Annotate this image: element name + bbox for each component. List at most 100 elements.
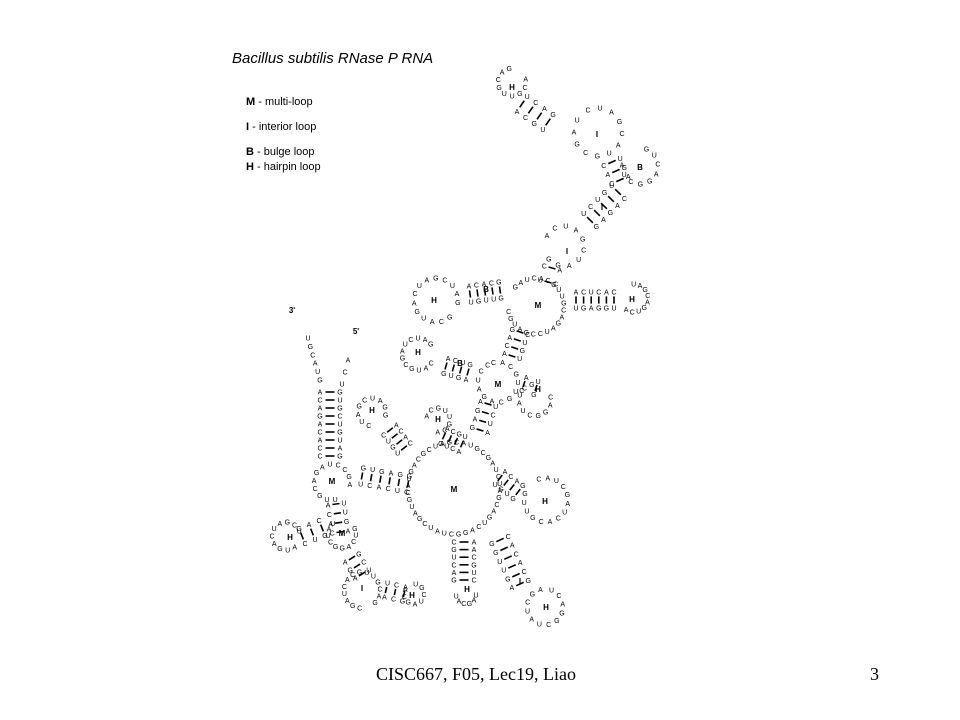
base-pair-bond: [451, 364, 456, 372]
nucleotide: C: [269, 534, 274, 541]
base-pair-bond: [441, 432, 447, 440]
nucleotide: C: [421, 592, 426, 599]
nucleotide: U: [415, 336, 420, 343]
base-pair-bond: [309, 528, 315, 536]
nucleotide: C: [545, 278, 550, 285]
nucleotide: C: [581, 290, 586, 297]
nucleotide: G: [438, 441, 443, 448]
nucleotide: A: [346, 528, 351, 535]
nucleotide: U: [272, 526, 277, 533]
bulge-loop-label: B: [457, 359, 463, 368]
nucleotide: G: [608, 210, 613, 217]
nucleotide: C: [316, 518, 321, 525]
hairpin-loop-label: H: [435, 415, 441, 424]
nucleotide: C: [476, 524, 481, 531]
nucleotide: A: [430, 319, 435, 326]
nucleotide: U: [342, 591, 347, 598]
hairpin-loop-label: H: [629, 295, 635, 304]
nucleotide: C: [494, 502, 499, 509]
nucleotide: G: [356, 551, 361, 558]
nucleotide: G: [481, 394, 486, 401]
nucleotide: U: [517, 392, 522, 399]
nucleotide: G: [546, 257, 551, 264]
page-number: 3: [870, 664, 879, 684]
nucleotide: C: [317, 454, 322, 461]
nucleotide: C: [391, 596, 396, 603]
nucleotide: C: [361, 559, 366, 566]
nucleotide: G: [339, 546, 344, 553]
nucleotide: A: [338, 446, 343, 453]
nucleotide: A: [624, 307, 629, 314]
nucleotide: C: [548, 394, 553, 401]
nucleotide: U: [315, 369, 320, 376]
nucleotide: A: [604, 290, 609, 297]
nucleotide: G: [352, 526, 357, 533]
nucleotide: C: [402, 594, 407, 601]
nucleotide: C: [451, 429, 456, 436]
three-prime-end-label: 3': [289, 306, 295, 315]
nucleotide: C: [406, 490, 411, 497]
nucleotide: C: [536, 477, 541, 484]
nucleotide: G: [451, 547, 456, 554]
nucleotide: A: [491, 509, 496, 516]
nucleotide: A: [485, 430, 490, 437]
nucleotide: A: [490, 461, 495, 468]
nucleotide: U: [370, 467, 375, 474]
nucleotide: A: [515, 109, 520, 116]
nucleotide: G: [641, 305, 646, 312]
nucleotide: A: [472, 540, 477, 547]
nucleotide: C: [330, 531, 335, 538]
base-pair-bond: [476, 428, 484, 432]
nucleotide: A: [413, 510, 418, 517]
nucleotide: A: [345, 577, 350, 584]
nucleotide: U: [421, 316, 426, 323]
nucleotide: U: [636, 309, 641, 316]
base-pair-bond: [548, 266, 556, 270]
nucleotide: C: [451, 562, 456, 569]
nucleotide: U: [549, 588, 554, 595]
nucleotide: C: [496, 77, 501, 84]
nucleotide: U: [652, 153, 657, 160]
nucleotide: A: [346, 544, 351, 551]
nucleotide: G: [447, 440, 452, 447]
nucleotide: U: [353, 533, 358, 540]
nucleotide: G: [581, 306, 586, 313]
nucleotide: C: [377, 586, 382, 593]
nucleotide: A: [346, 358, 351, 365]
nucleotide: U: [473, 593, 478, 600]
nucleotide: G: [344, 519, 349, 526]
nucleotide: G: [535, 413, 540, 420]
base-pair-bond: [611, 168, 621, 174]
nucleotide: C: [317, 446, 322, 453]
nucleotide: C: [619, 131, 624, 138]
nucleotide: U: [468, 443, 473, 450]
nucleotide: U: [536, 379, 541, 386]
nucleotide: A: [457, 599, 462, 606]
nucleotide: C: [429, 408, 434, 415]
nucleotide: G: [574, 141, 579, 148]
nucleotide: A: [523, 77, 528, 84]
nucleotide: A: [353, 576, 358, 583]
nucleotide: C: [337, 414, 342, 421]
nucleotide: G: [520, 348, 525, 355]
nucleotide: U: [305, 336, 310, 343]
nucleotide: A: [601, 217, 606, 224]
nucleotide: A: [452, 570, 457, 577]
base-pair-bond: [468, 290, 472, 298]
nucleotide: A: [307, 522, 312, 529]
nucleotide: A: [589, 306, 594, 313]
nucleotide: G: [400, 356, 405, 363]
nucleotide: C: [442, 277, 447, 284]
nucleotide: A: [524, 375, 529, 382]
nucleotide: U: [395, 450, 400, 457]
nucleotide: G: [644, 147, 649, 154]
five-prime-end-label: 5': [353, 327, 359, 336]
nucleotide: G: [487, 515, 492, 522]
nucleotide: C: [583, 150, 588, 157]
nucleotide: C: [527, 413, 532, 420]
nucleotide: A: [318, 422, 323, 429]
nucleotide: C: [367, 483, 372, 490]
nucleotide: A: [638, 283, 643, 290]
base-pair-bond: [388, 477, 392, 485]
nucleotide: A: [518, 327, 523, 334]
